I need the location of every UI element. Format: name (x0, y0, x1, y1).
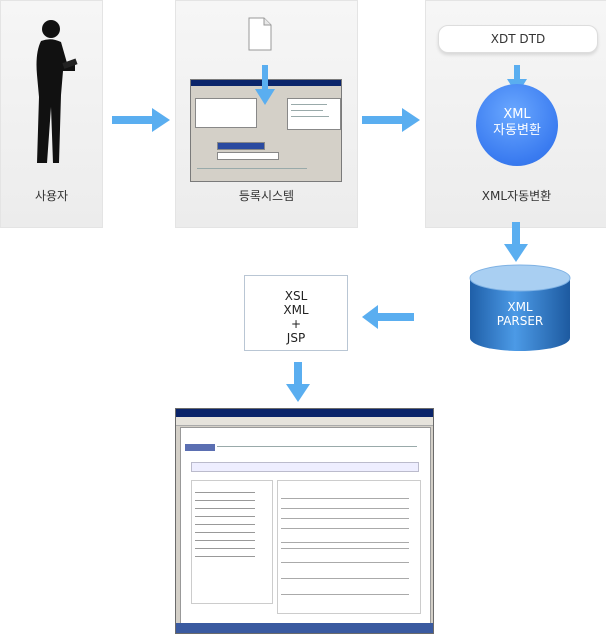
xml-conversion-circle: XML 자동변환 (476, 84, 558, 166)
arrow-xsl-to-output (286, 362, 310, 402)
arrow-parser-to-xsl (362, 305, 414, 329)
xml-conversion-label: XML자동변환 (481, 189, 552, 203)
registration-panel: 등록시스템 (175, 0, 358, 228)
browser-title-bar (176, 409, 433, 417)
xml-conversion-panel: XDT DTD XML 자동변환 XML자동변환 (425, 0, 606, 228)
xdt-dtd-box: XDT DTD (438, 25, 598, 53)
arrow-document-to-window (255, 65, 275, 105)
browser-toolbar (176, 417, 433, 426)
user-label: 사용자 (34, 189, 69, 203)
xsl-line-3: + (290, 317, 302, 331)
circle-line-2: 자동변환 (493, 123, 541, 138)
arrow-user-to-registration (112, 108, 170, 132)
circle-line-1: XML (503, 107, 531, 122)
arrow-xml-to-parser (504, 222, 528, 262)
xml-parser-cylinder (469, 264, 571, 351)
parser-line-1: XML (507, 300, 533, 314)
browser-content (180, 427, 431, 625)
user-panel: 사용자 (0, 0, 103, 228)
browser-status-bar (176, 623, 433, 633)
parser-line-2: PARSER (496, 314, 544, 328)
registration-label: 등록시스템 (238, 189, 295, 203)
document-icon (248, 17, 272, 51)
output-browser-screenshot (175, 408, 434, 634)
xsl-line-4: JSP (286, 331, 306, 345)
parser-label: XML PARSER (468, 300, 572, 328)
arrow-registration-to-xml (362, 108, 420, 132)
xsl-jsp-box: XSL XML + JSP (244, 275, 348, 351)
xsl-line-2: XML (283, 303, 309, 317)
user-silhouette-icon (36, 20, 78, 163)
xsl-line-1: XSL (284, 289, 308, 303)
